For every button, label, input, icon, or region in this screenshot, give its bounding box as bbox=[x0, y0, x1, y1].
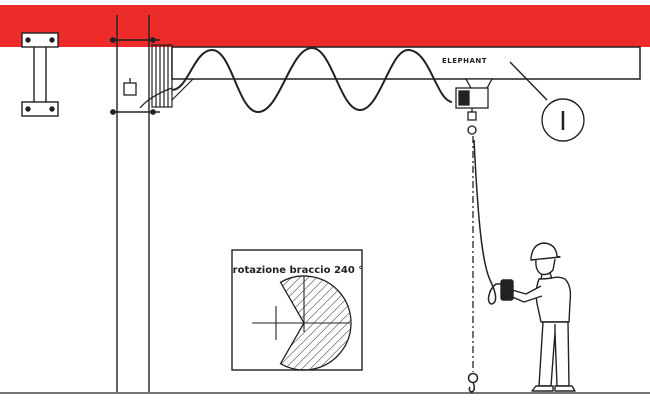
rotation-detail-box bbox=[231, 249, 363, 371]
hoist-icon bbox=[455, 87, 489, 135]
festoon-cable bbox=[171, 46, 453, 114]
hoist-brand-label: ELEPHANT bbox=[442, 57, 487, 65]
pendant-cable bbox=[473, 139, 503, 305]
jib-arm-beam bbox=[171, 46, 641, 80]
support-column bbox=[110, 15, 160, 392]
hook-icon bbox=[467, 372, 479, 393]
wall-mount-bracket-icon bbox=[21, 32, 59, 117]
ceiling-band bbox=[0, 5, 650, 47]
junction-box bbox=[123, 78, 137, 96]
beam-profile-callout bbox=[509, 61, 585, 142]
beam-profile-symbol: I bbox=[559, 107, 567, 137]
operator-figure-icon bbox=[500, 242, 576, 392]
rotation-label: rotazione braccio 240 ° bbox=[233, 265, 364, 276]
